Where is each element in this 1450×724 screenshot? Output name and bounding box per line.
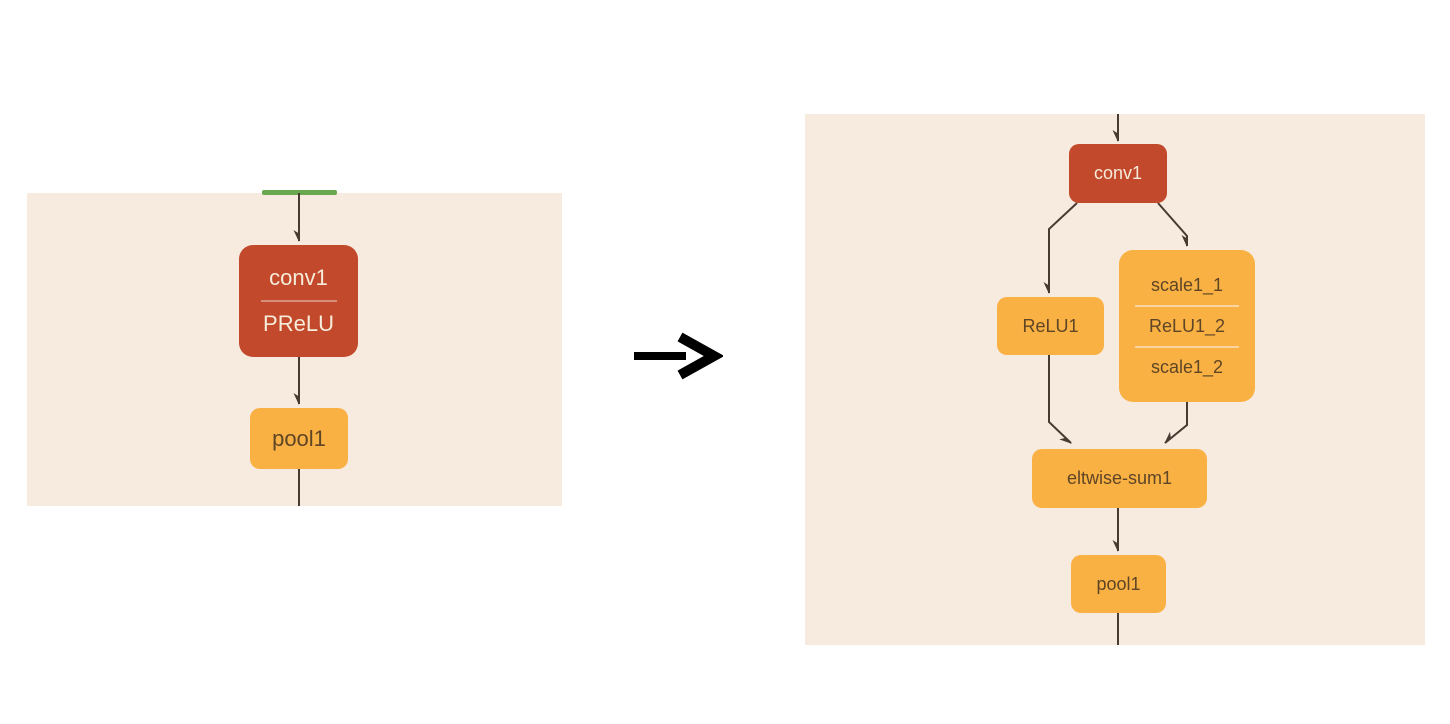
node-pool1-label: pool1: [272, 425, 326, 451]
edge-conv1-to-relu1: [1049, 202, 1078, 293]
before-panel: conv1 PReLU pool1: [27, 190, 562, 506]
node-relu1-label: ReLU1: [1022, 315, 1079, 336]
node-relu1: ReLU1: [997, 297, 1104, 355]
node-pool1-label: pool1: [1096, 573, 1141, 594]
node-pool1: pool1: [250, 408, 348, 469]
node-pool1: pool1: [1071, 555, 1166, 613]
node-relu1-2-label: ReLU1_2: [1148, 315, 1226, 336]
node-scale1-2-label: scale1_2: [1150, 356, 1224, 377]
node-conv1-label: conv1: [1093, 163, 1143, 183]
edge-scale-to-eltwise: [1165, 402, 1188, 444]
transform-arrow-icon: [634, 332, 723, 380]
node-eltwise-sum1: eltwise-sum1: [1032, 449, 1207, 508]
node-divider: [1135, 345, 1239, 348]
node-conv1-label: conv1: [269, 265, 328, 290]
edge-relu1-to-eltwise: [1048, 355, 1071, 444]
node-divider: [1135, 304, 1239, 307]
node-conv1-prelu: conv1 PReLU: [239, 245, 358, 357]
clipped-green-node-edge: [262, 190, 337, 195]
node-divider: [260, 300, 337, 302]
node-eltwise-sum1-label: eltwise-sum1: [1066, 468, 1173, 488]
before-edges: [27, 193, 300, 506]
node-prelu-label: PReLU: [263, 311, 334, 336]
node-scale1-1-label: scale1_1: [1150, 274, 1224, 295]
after-edges: [805, 114, 1188, 645]
node-conv1: conv1: [1069, 144, 1167, 203]
edge-conv1-to-scale-stack: [1157, 202, 1188, 246]
node-scale-stack: scale1_1 ReLU1_2 scale1_2: [1119, 250, 1255, 402]
after-panel: conv1 ReLU1 scale1_1 ReLU1_2 scale1_2 el…: [805, 114, 1425, 645]
